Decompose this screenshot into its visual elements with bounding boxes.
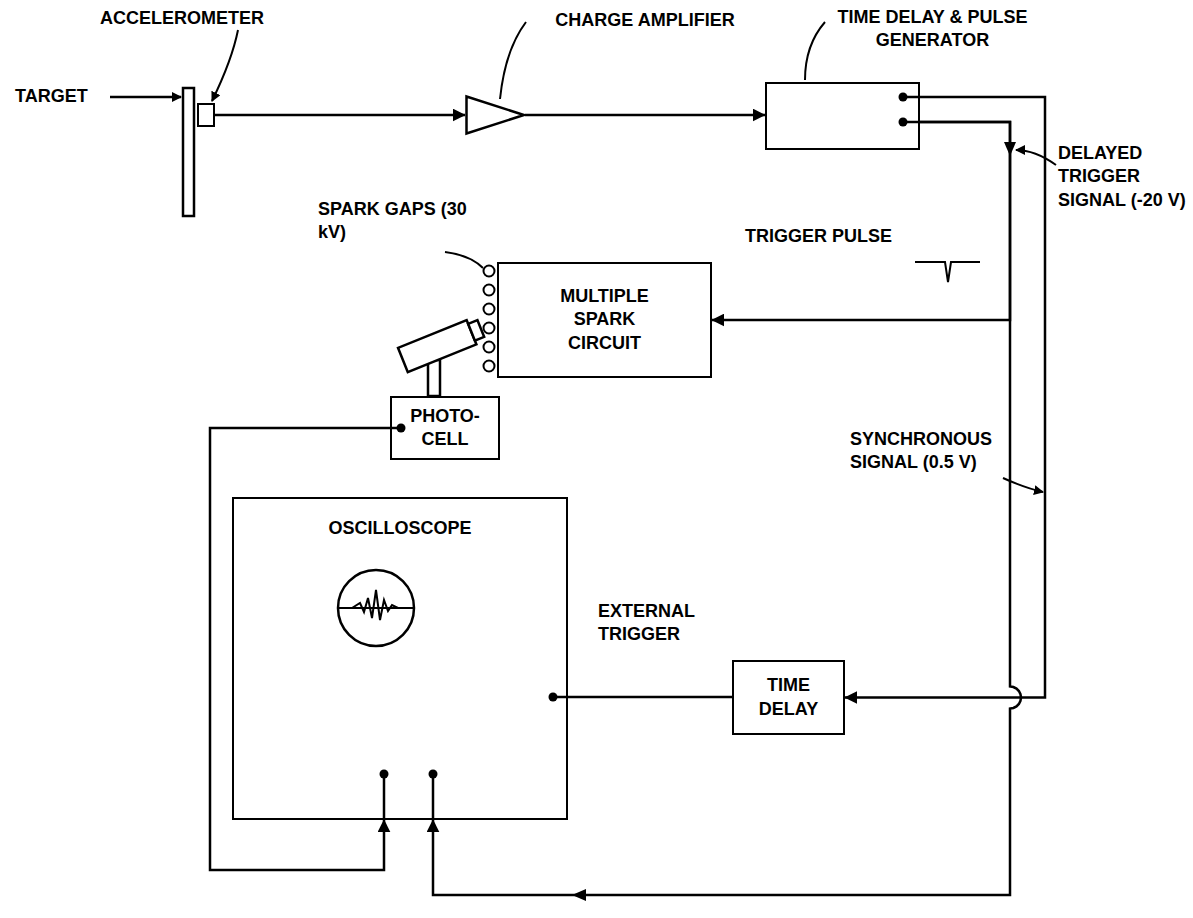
- node-label: OSCILLOSCOPE: [328, 517, 471, 540]
- node-caption: ACCELEROMETER: [82, 7, 282, 30]
- accelerometer-block: ACCELEROMETER: [197, 103, 215, 127]
- node-label: MULTIPLE SPARK CIRCUIT: [540, 285, 670, 355]
- signal-wire: [712, 122, 1010, 320]
- charge-amplifier: CHARGE AMPLIFIER: [465, 95, 525, 135]
- camera: [398, 316, 486, 396]
- signal-wire: [433, 122, 1021, 895]
- generator-leader: [805, 22, 825, 80]
- node-label: TIME DELAY: [743, 674, 835, 721]
- target-leader: [110, 96, 181, 99]
- terminal-dot: [549, 693, 558, 702]
- target-label: TARGET: [15, 85, 110, 108]
- terminal-dot: [429, 770, 438, 779]
- spark-gaps-label: SPARK GAPS (30 kV): [318, 198, 473, 245]
- terminal-dot: [899, 118, 908, 127]
- spark-gaps: [484, 266, 495, 372]
- signal-wire: [845, 97, 1045, 698]
- trigger-label: EXTERNAL TRIGGER: [598, 600, 723, 647]
- node-label: PHOTO- CELL: [403, 405, 487, 452]
- oscilloscope-screen: [338, 570, 414, 646]
- signal-label: SYNCHRONOUS SIGNAL (0.5 V): [850, 428, 1002, 475]
- delayed-trigger-leader: [1016, 150, 1056, 165]
- spark-circuit-box: MULTIPLE SPARK CIRCUIT: [497, 262, 712, 378]
- amplifier-leader: [500, 22, 526, 99]
- spark-gaps-leader: [445, 252, 483, 268]
- signal-wire: [215, 114, 465, 117]
- signal-label: DELAYED TRIGGER SIGNAL (-20 V): [1058, 142, 1186, 212]
- photocell-box: PHOTO- CELL: [390, 396, 500, 460]
- amplifier-triangle: [465, 95, 525, 135]
- signal-wire: [525, 114, 765, 117]
- terminal-dot: [899, 93, 908, 102]
- accelerometer-leader: [212, 30, 238, 101]
- amplifier-outline: [467, 97, 525, 134]
- node-caption: TIME DELAY & PULSE GENERATOR: [830, 6, 1035, 53]
- target-plate: [183, 88, 194, 216]
- trigger-pulse-label: TRIGGER PULSE: [745, 225, 965, 248]
- time-delay-box: TIME DELAY: [732, 660, 845, 735]
- terminal-dot: [397, 424, 406, 433]
- terminal-stub: [383, 775, 386, 820]
- pulse-glyph: [915, 262, 980, 282]
- terminal-dot: [380, 770, 389, 779]
- node-caption: CHARGE AMPLIFIER: [525, 9, 765, 32]
- terminal-stub: [432, 775, 435, 820]
- generator-box: TIME DELAY & PULSE GENERATOR: [765, 82, 920, 150]
- signal-wire: [210, 428, 390, 870]
- signal-wire: [568, 696, 732, 699]
- oscilloscope-box: OSCILLOSCOPE: [232, 497, 568, 820]
